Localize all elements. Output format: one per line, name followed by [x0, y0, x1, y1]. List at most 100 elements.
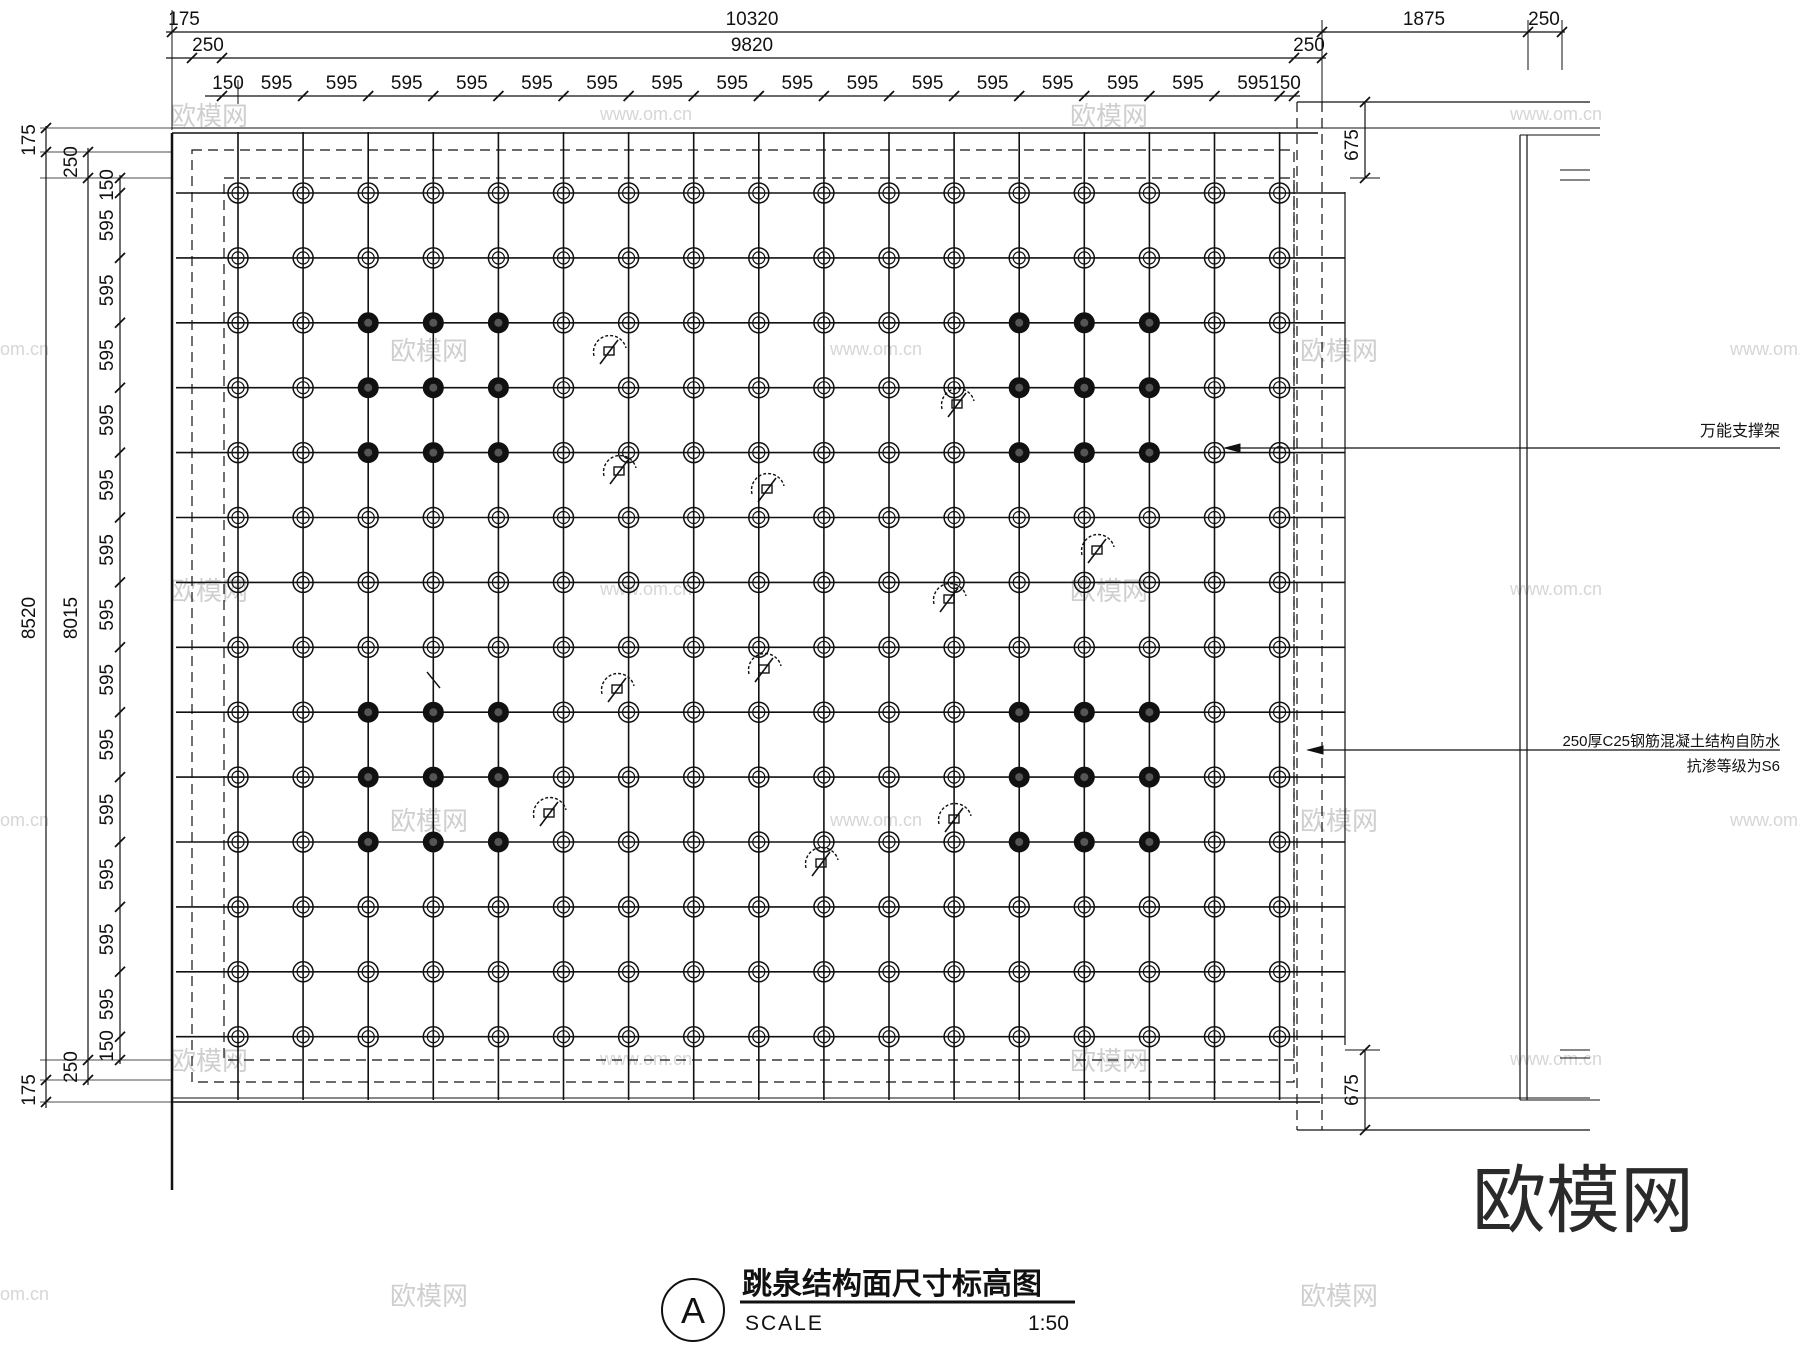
support-node-inner: [947, 705, 961, 719]
support-node: [552, 701, 575, 723]
support-node-inner: [1012, 900, 1026, 914]
support-node-inner: [752, 446, 766, 460]
support-node: [813, 182, 835, 204]
support-node-inner: [687, 900, 701, 914]
nozzle-solid-core: [1080, 448, 1089, 457]
support-node: [943, 441, 965, 464]
support-node-inner: [687, 186, 701, 200]
support-node: [1268, 441, 1291, 464]
watermark-brand: 欧模网: [1300, 806, 1378, 836]
nozzle-solid-core: [1145, 448, 1154, 457]
support-node: [357, 247, 379, 269]
support-node: [748, 896, 770, 918]
support-node: [878, 506, 900, 529]
support-node: [1008, 636, 1030, 659]
dim-tick: [114, 576, 126, 589]
support-node-inner: [1077, 186, 1091, 200]
dim-tick: [114, 252, 126, 264]
support-node: [422, 182, 445, 204]
support-node-inner: [296, 835, 310, 849]
slab-label-line2: 抗渗等级为S6: [1687, 757, 1780, 775]
dim-tick: [216, 52, 228, 64]
nozzle-solid-core: [494, 448, 503, 457]
nozzle-solid-core: [1080, 318, 1089, 327]
support-node: [552, 1025, 575, 1048]
support-node: [617, 376, 640, 399]
dim-tick: [114, 771, 126, 783]
support-node-inner: [1272, 316, 1287, 330]
support-node: [878, 571, 900, 594]
support-node-inner: [556, 186, 571, 200]
dim-tick: [114, 446, 126, 459]
support-node: [1203, 312, 1226, 334]
dim-grid-spacing-left: 595: [97, 274, 118, 306]
support-node-inner: [1207, 1030, 1222, 1044]
support-node: [227, 1025, 249, 1048]
support-node-inner: [882, 446, 896, 460]
support-node-inner: [621, 835, 636, 849]
support-node: [1268, 701, 1291, 723]
support-node-inner: [1272, 381, 1287, 395]
support-node: [813, 506, 835, 529]
dim-grid-spacing-top: 595: [781, 73, 813, 94]
support-node: [617, 766, 640, 788]
support-node-inner: [231, 835, 245, 849]
support-node: [1073, 247, 1096, 269]
support-node-inner: [882, 575, 896, 590]
support-node: [682, 247, 705, 269]
support-node: [1138, 247, 1161, 269]
support-node: [1073, 1025, 1096, 1048]
support-node: [422, 1025, 445, 1048]
nozzle-solid-core: [494, 773, 503, 782]
support-node-inner: [817, 575, 831, 590]
dim-grid-spacing-left: 595: [97, 923, 118, 955]
support-node: [748, 182, 770, 204]
underwater-light-icon: [747, 652, 782, 683]
support-node: [748, 766, 770, 788]
support-node: [813, 766, 835, 788]
support-node-inner: [621, 900, 636, 914]
scale-value: 1:50: [1028, 1312, 1069, 1335]
support-node: [748, 831, 770, 853]
support-node: [1073, 182, 1096, 204]
support-node-inner: [296, 251, 310, 265]
support-node-inner: [1272, 186, 1287, 200]
dim-grid-edge-left: 150: [212, 73, 244, 94]
support-node: [617, 961, 640, 983]
support-node-inner: [231, 1030, 245, 1044]
nozzle-solid-core: [429, 383, 438, 392]
support-node-inner: [621, 510, 636, 525]
support-node: [943, 247, 965, 269]
support-node-inner: [882, 770, 896, 784]
dim-left-overall: 8520: [19, 597, 40, 639]
support-node: [617, 831, 640, 853]
support-node: [943, 1025, 965, 1048]
support-node-inner: [1207, 835, 1222, 849]
support-node: [1138, 961, 1161, 983]
support-node-inner: [687, 770, 701, 784]
support-node: [1008, 961, 1030, 983]
support-node: [813, 896, 835, 918]
support-node-inner: [817, 640, 831, 654]
support-node: [227, 506, 249, 529]
support-node: [617, 182, 640, 204]
support-node-inner: [296, 1030, 310, 1044]
support-node-inner: [296, 381, 310, 395]
support-node: [487, 896, 510, 918]
nozzle-solid-core: [429, 318, 438, 327]
support-node-inner: [621, 446, 636, 460]
support-node-inner: [947, 965, 961, 979]
dim-tick: [114, 901, 126, 913]
support-node: [1268, 636, 1291, 659]
nozzle-solid-core: [429, 708, 438, 717]
support-node-inner: [556, 640, 571, 654]
nozzle-solid-core: [364, 708, 373, 717]
support-node: [292, 312, 314, 334]
dim-grid-edge-right: 150: [1269, 73, 1301, 94]
support-label: 万能支撑架: [1700, 422, 1780, 440]
underwater-light-icon: [804, 846, 839, 877]
dim-tick: [114, 187, 126, 199]
support-node: [1268, 831, 1291, 853]
